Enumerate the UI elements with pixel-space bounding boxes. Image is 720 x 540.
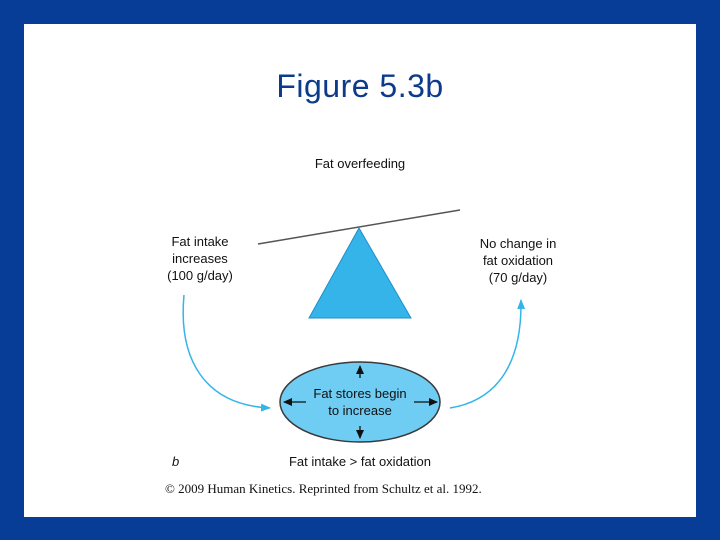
panel-letter: b [172,454,180,469]
balance-beam [257,209,461,245]
right-curved-arrow [449,299,526,409]
slide-title: Figure 5.3b [276,68,444,104]
label-line: Fat intake [171,234,229,249]
label-line: fat oxidation [482,253,554,268]
label-no-change-fat-oxidation: No change in fat oxidation (70 g/day) [463,235,573,286]
label-fat-intake-increases: Fat intake increases (100 g/day) [150,233,250,284]
label-line: No change in [479,236,557,251]
left-curved-arrow [182,294,271,412]
fat-stores-ellipse [279,361,441,443]
copyright-credit: © 2009 Human Kinetics. Reprinted from Sc… [165,481,482,496]
label-fat-overfeeding: Fat overfeeding [314,156,406,171]
label-fat-stores: Fat stores begin to increase [300,385,420,419]
label-line: increases [172,251,228,266]
label-line: (70 g/day) [488,270,548,285]
label-line: Fat stores begin [313,386,407,401]
fulcrum-triangle [308,226,412,319]
label-line: to increase [328,403,392,418]
label-intake-gt-oxidation: Fat intake > fat oxidation [288,454,431,469]
label-line: (100 g/day) [167,268,233,283]
